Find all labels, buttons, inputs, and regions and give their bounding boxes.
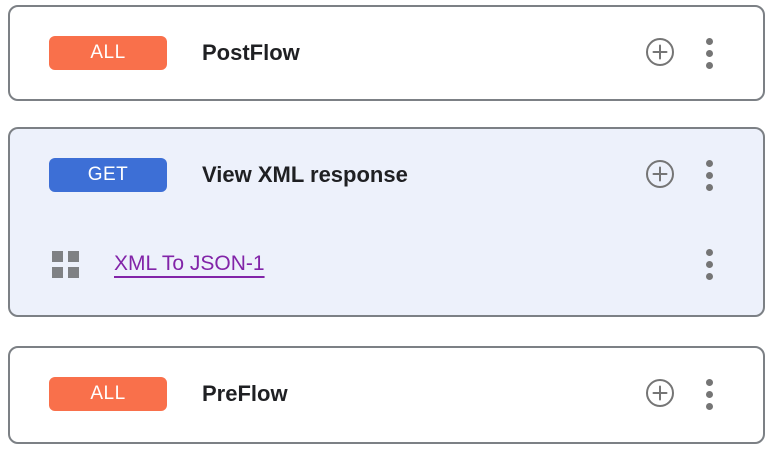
add-policy-button[interactable] bbox=[645, 378, 675, 411]
flow-card-preflow: ALL PreFlow bbox=[8, 346, 765, 444]
flow-title: View XML response bbox=[202, 162, 408, 187]
plus-circle-icon bbox=[645, 37, 675, 70]
flow-card-header: GET View XML response bbox=[10, 129, 763, 221]
drag-handle-icon[interactable] bbox=[52, 250, 79, 278]
kebab-menu-icon[interactable] bbox=[706, 248, 713, 280]
flow-card-header: ALL PreFlow bbox=[10, 348, 763, 440]
plus-circle-icon bbox=[645, 159, 675, 192]
kebab-menu-icon[interactable] bbox=[706, 378, 713, 410]
kebab-menu-icon[interactable] bbox=[706, 159, 713, 191]
method-badge: ALL bbox=[49, 36, 167, 70]
method-badge: ALL bbox=[49, 377, 167, 411]
header-actions bbox=[645, 159, 713, 192]
add-policy-button[interactable] bbox=[645, 37, 675, 70]
add-policy-button[interactable] bbox=[645, 159, 675, 192]
flow-title: PostFlow bbox=[202, 40, 300, 65]
method-badge: GET bbox=[49, 158, 167, 192]
plus-circle-icon bbox=[645, 378, 675, 411]
flow-title: PreFlow bbox=[202, 381, 288, 406]
kebab-menu-icon[interactable] bbox=[706, 37, 713, 69]
flow-card-header: ALL PostFlow bbox=[10, 7, 763, 99]
flow-card-view-xml-response: GET View XML response XML To JSON-1 bbox=[8, 127, 765, 317]
policy-row: XML To JSON-1 bbox=[10, 221, 763, 307]
flow-card-postflow: ALL PostFlow bbox=[8, 5, 765, 101]
header-actions bbox=[645, 37, 713, 70]
policy-link[interactable]: XML To JSON-1 bbox=[114, 252, 265, 275]
header-actions bbox=[645, 378, 713, 411]
